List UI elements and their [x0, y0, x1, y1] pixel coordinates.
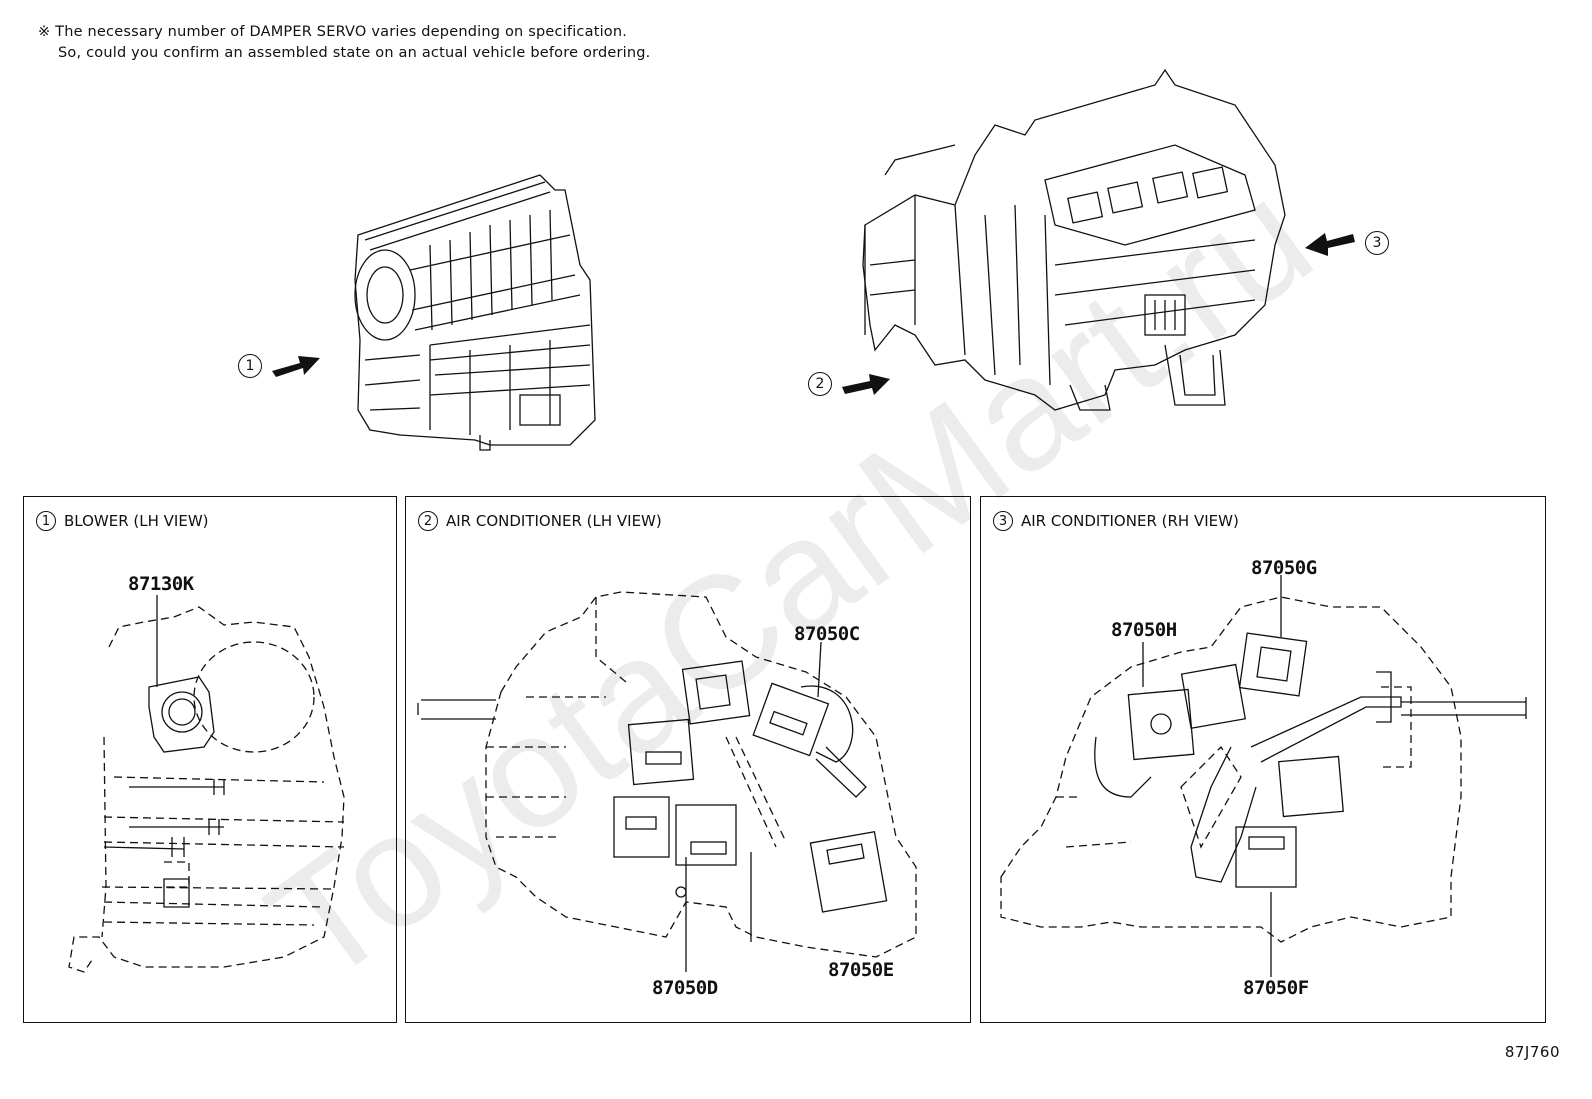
part-number-87050h: 87050H: [1111, 619, 1177, 641]
panel-air-conditioner-rh-view: 3 AIR CONDITIONER (RH VIEW) 87050G 87050…: [980, 496, 1546, 1023]
callout-number: 3: [1365, 231, 1389, 255]
callout-number: 2: [808, 372, 832, 396]
diagram-reference-id: 87J760: [1504, 1043, 1560, 1061]
overview-callout-2: 2: [808, 371, 892, 397]
panel-title-text: AIR CONDITIONER (RH VIEW): [1021, 512, 1239, 530]
overview-callout-3: 3: [1305, 228, 1389, 258]
blower-unit-illustration: [354, 174, 596, 451]
overview-callout-1: 1: [238, 353, 322, 379]
panel-number: 1: [36, 511, 56, 531]
panel-title-text: BLOWER (LH VIEW): [64, 512, 209, 530]
part-number-87130k: 87130K: [128, 573, 194, 595]
arrow-right-icon: [842, 374, 890, 395]
panel-number: 3: [993, 511, 1013, 531]
air-conditioner-rh-view-drawing: [1000, 575, 1527, 977]
part-number-87050g: 87050G: [1251, 557, 1317, 579]
panel-title-text: AIR CONDITIONER (LH VIEW): [446, 512, 662, 530]
specification-note: ※ The necessary number of DAMPER SERVO v…: [38, 22, 651, 64]
panel-blower-lh-view: 1 BLOWER (LH VIEW) 87130K: [23, 496, 397, 1023]
panel-title: 2 AIR CONDITIONER (LH VIEW): [418, 511, 662, 531]
panel-air-conditioner-lh-view: 2 AIR CONDITIONER (LH VIEW) 87050C 87050…: [405, 496, 971, 1023]
part-number-87050d: 87050D: [652, 977, 718, 999]
callout-number: 1: [238, 354, 262, 378]
panel-title: 1 BLOWER (LH VIEW): [36, 511, 209, 531]
part-number-87050e: 87050E: [828, 959, 894, 981]
panel-number: 2: [418, 511, 438, 531]
blower-lh-view-drawing: [68, 595, 345, 973]
note-line-1: ※ The necessary number of DAMPER SERVO v…: [38, 24, 628, 40]
note-line-2: So, could you confirm an assembled state…: [58, 45, 651, 61]
arrow-right-icon: [272, 356, 320, 377]
part-number-87050f: 87050F: [1243, 977, 1309, 999]
part-number-87050c: 87050C: [794, 623, 860, 645]
air-conditioner-lh-view-drawing: [417, 591, 917, 972]
arrow-left-icon: [1305, 233, 1355, 256]
air-conditioner-illustration: [862, 68, 1286, 411]
panel-title: 3 AIR CONDITIONER (RH VIEW): [993, 511, 1239, 531]
